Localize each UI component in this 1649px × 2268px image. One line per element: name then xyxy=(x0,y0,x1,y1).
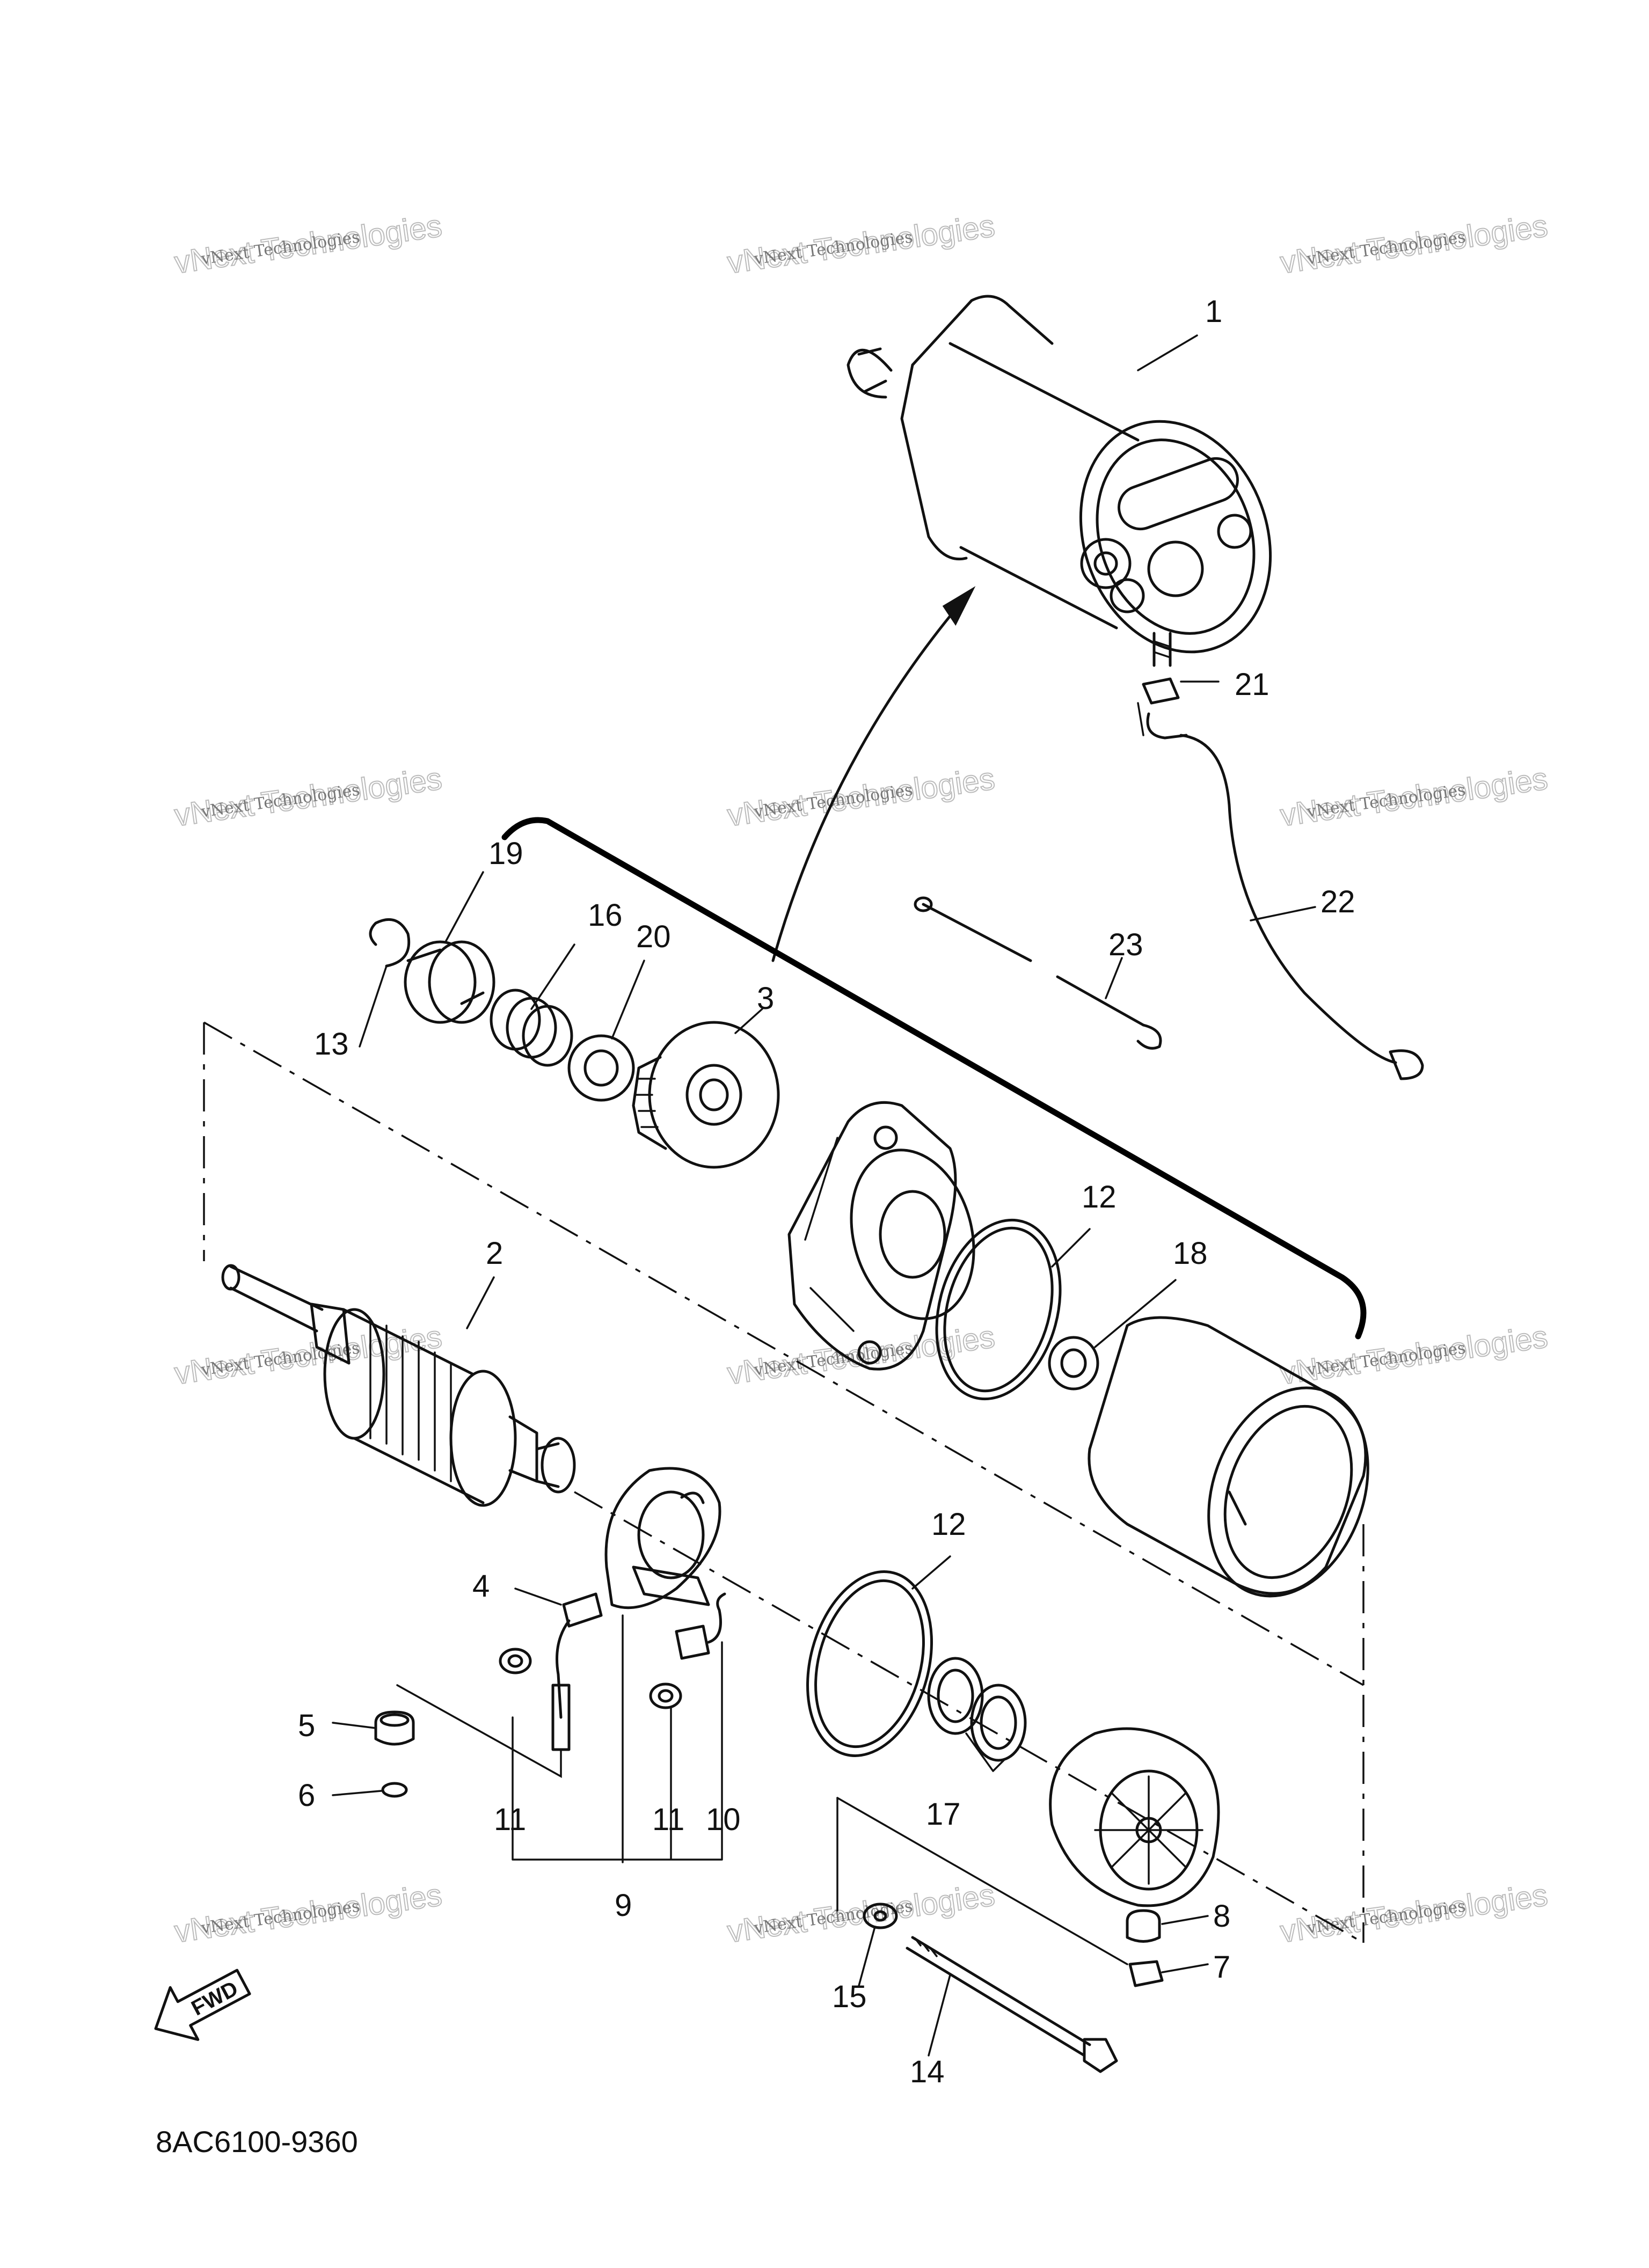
yoke-housing xyxy=(1088,1316,1369,1598)
front-cover xyxy=(787,1101,975,1371)
watermark: vNext Technologies vNext Technologies xyxy=(172,208,444,281)
rear-cover xyxy=(1049,1727,1220,1907)
callout-2: 2 xyxy=(486,1236,503,1271)
callout-labels: 1 2 3 4 5 6 7 8 9 10 11 11 12 12 13 14 1… xyxy=(298,294,1355,2089)
through-bolt-14 xyxy=(906,1936,1118,2073)
callout-19: 19 xyxy=(488,836,523,871)
callout-10: 10 xyxy=(706,1802,741,1837)
washer-18 xyxy=(1048,1336,1099,1391)
nut-11-left xyxy=(499,1648,532,1674)
watermark: vNext Technologies vNext Technologies xyxy=(172,1877,444,1950)
callout-7: 7 xyxy=(1213,1950,1230,1985)
callout-1: 1 xyxy=(1205,294,1222,329)
terminal-nut-and-lead xyxy=(1137,677,1424,1080)
callout-15: 15 xyxy=(832,1979,867,2014)
nut-7 xyxy=(1128,1960,1164,1987)
lead-23 xyxy=(914,896,1162,1050)
watermark: vNext Technologies vNext Technologies xyxy=(1278,208,1550,281)
watermark: vNext Technologies vNext Technologies xyxy=(172,760,444,833)
callout-4: 4 xyxy=(472,1569,490,1604)
watermark: vNext Technologies vNext Technologies xyxy=(725,1877,997,1950)
callout-13: 13 xyxy=(314,1027,349,1062)
callout-9: 9 xyxy=(615,1888,632,1923)
callout-3: 3 xyxy=(757,981,774,1016)
watermark: vNext Technologies vNext Technologies xyxy=(725,1319,997,1392)
spring-16 xyxy=(490,989,573,1067)
brush-holder-10 xyxy=(675,1592,726,1660)
callout-20: 20 xyxy=(636,919,671,954)
o-ring-12-upper xyxy=(935,1218,1062,1401)
fwd-arrow-icon: FWD xyxy=(154,1969,251,2041)
plug-5 xyxy=(374,1710,415,1746)
brush-plate-9 xyxy=(604,1467,721,1609)
callout-14: 14 xyxy=(910,2054,945,2089)
washer-15 xyxy=(863,1903,898,1929)
callout-12-lower: 12 xyxy=(931,1507,966,1542)
washer-20 xyxy=(567,1034,635,1102)
brush-4 xyxy=(551,1592,603,1751)
callout-5: 5 xyxy=(298,1708,315,1743)
collar-19 xyxy=(404,940,495,1024)
watermark: vNext Technologies vNext Technologies xyxy=(725,208,997,281)
grommet-8 xyxy=(1126,1909,1161,1943)
o-ring-12-lower xyxy=(806,1570,933,1757)
callout-23: 23 xyxy=(1108,927,1143,962)
watermark: vNext Technologies vNext Technologies xyxy=(1278,1319,1550,1392)
watermark-grid: vNext Technologies vNext Technologies vN… xyxy=(172,208,1550,1950)
callout-22: 22 xyxy=(1320,884,1355,919)
callout-8: 8 xyxy=(1213,1899,1230,1934)
washer-6 xyxy=(381,1782,408,1798)
circlip-13 xyxy=(369,918,411,968)
washers-17 xyxy=(927,1657,1027,1762)
callout-11-right: 11 xyxy=(652,1802,684,1837)
callout-16: 16 xyxy=(588,898,623,933)
diagram-code: 8AC6100-9360 xyxy=(156,2125,358,2159)
watermark: vNext Technologies vNext Technologies xyxy=(1278,760,1550,833)
callout-21: 21 xyxy=(1235,667,1269,702)
leader-lines xyxy=(332,334,1316,2057)
watermark: vNext Technologies vNext Technologies xyxy=(725,760,997,833)
callout-11-left: 11 xyxy=(494,1802,526,1837)
watermark: vNext Technologies vNext Technologies xyxy=(1278,1877,1550,1950)
callout-18: 18 xyxy=(1173,1236,1208,1271)
callout-17: 17 xyxy=(926,1797,961,1832)
guide-lines xyxy=(203,1021,1365,1965)
assembly-bracket xyxy=(501,817,1367,1340)
starter-motor-assembly xyxy=(847,295,1272,667)
callout-12-upper: 12 xyxy=(1082,1180,1117,1215)
assembly-arrow xyxy=(771,586,976,962)
pinion-clutch-3 xyxy=(632,1021,780,1169)
nut-11-right xyxy=(649,1682,682,1709)
armature-2 xyxy=(221,1264,576,1507)
callout-6: 6 xyxy=(298,1778,315,1813)
